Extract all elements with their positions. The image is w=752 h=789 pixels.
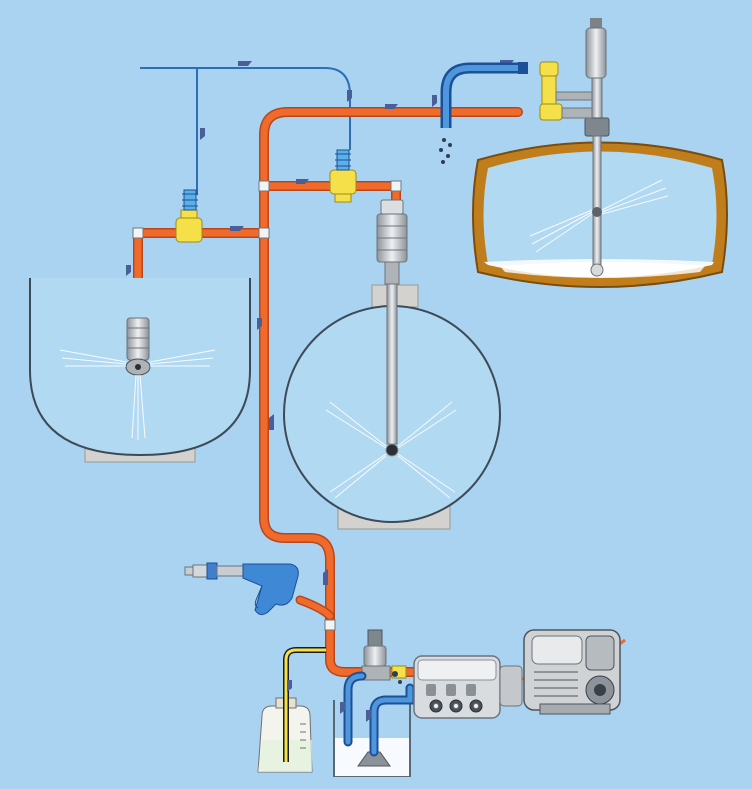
middle-rotary-nozzle-icon [325,199,457,499]
engine-icon [523,629,621,715]
flow-arrow-icon [287,680,371,722]
pressure-line [133,107,523,677]
high-pressure-pump-icon [392,655,523,719]
unloader-valve-icon [361,629,407,681]
blue-feed-hose [440,62,528,128]
left-branch-valve-icon [175,189,203,243]
tank-cleaning-gun-icon [529,18,669,277]
water-drops [439,138,452,164]
middle-branch-valve-icon [329,130,357,203]
pump-suction-hose [343,671,415,757]
spray-gun-icon [184,562,299,616]
pipe-junctions [132,180,402,631]
left-rotary-nozzle-icon [59,317,216,440]
